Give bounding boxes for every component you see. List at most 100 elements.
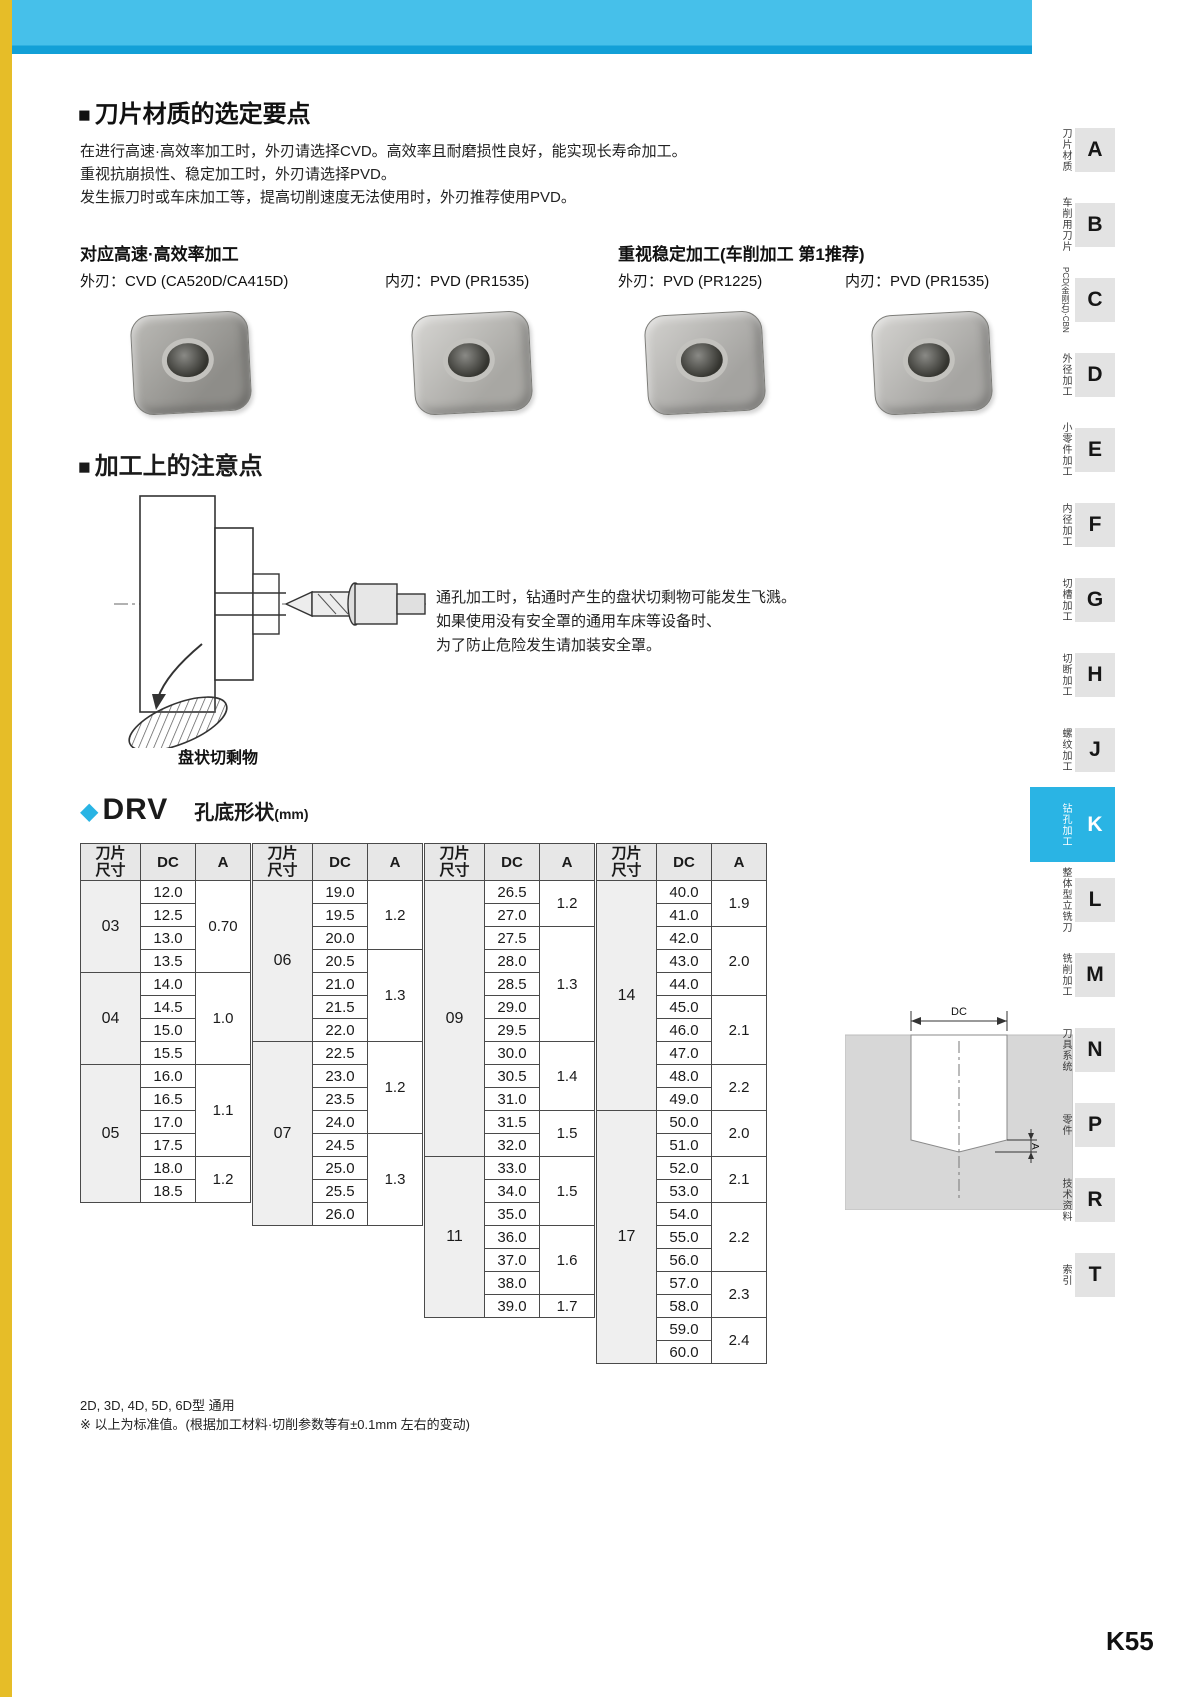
table-row: 18.5 (81, 1179, 251, 1203)
header-insert-size: 刀片尺寸 (596, 843, 657, 881)
dc-cell: 57.0 (656, 1271, 712, 1295)
table-row: 28.0 (425, 949, 595, 973)
dc-cell: 46.0 (656, 1018, 712, 1042)
table-row: 38.0 (425, 1271, 595, 1295)
dc-cell: 42.0 (656, 926, 712, 950)
subhead-highspeed: 对应高速·高效率加工 (80, 245, 239, 264)
table-row: 43.0 (597, 949, 767, 973)
dc-cell: 26.0 (312, 1202, 368, 1226)
insert-photo (410, 309, 534, 417)
sidebar-tab-letter: H (1075, 652, 1115, 697)
insert-label: 外刃：CVD (CA520D/CA415D) (80, 273, 289, 290)
sidebar-tab-letter: E (1075, 427, 1115, 472)
dc-cell: 13.5 (140, 949, 196, 973)
dc-cell: 17.5 (140, 1133, 196, 1157)
sidebar-tab-label: 切槽加工 (1060, 577, 1071, 622)
insert-label: 内刃：PVD (PR1535) (385, 273, 530, 290)
insert-center-hole-icon (901, 336, 956, 384)
dc-cell: 15.0 (140, 1018, 196, 1042)
table-row: 56.0 (597, 1248, 767, 1272)
sidebar-tab-label: PCD(金刚石)·CBN (1061, 266, 1070, 333)
dc-dimension-label: DC (951, 1006, 967, 1018)
dc-cell: 30.0 (484, 1041, 540, 1065)
a-cell: 2.2 (711, 1202, 767, 1272)
size-cell: 07 (252, 1041, 313, 1226)
size-cell: 17 (596, 1110, 657, 1364)
dc-cell: 21.5 (312, 995, 368, 1019)
header-dc: DC (312, 843, 368, 881)
dc-cell: 23.0 (312, 1064, 368, 1088)
a-cell: 1.2 (195, 1156, 251, 1203)
table-row: 25.5 (253, 1179, 423, 1203)
table-row: 30.5 (425, 1064, 595, 1088)
sidebar-tab-letter: J (1075, 727, 1115, 772)
drv-section-header: ◆ DRV 孔底形状(mm) (80, 793, 309, 827)
dc-cell: 43.0 (656, 949, 712, 973)
disc-chip-label: 盘状切剩物 (178, 750, 259, 767)
dc-cell: 53.0 (656, 1179, 712, 1203)
dc-cell: 20.5 (312, 949, 368, 973)
a-cell: 1.3 (367, 949, 423, 1042)
dc-cell: 12.0 (140, 880, 196, 904)
table-row: 21.0 (253, 972, 423, 996)
table-row: 44.0 (597, 972, 767, 996)
a-cell: 1.5 (539, 1110, 595, 1157)
table-row: 20.0 (253, 926, 423, 950)
dc-cell: 41.0 (656, 903, 712, 927)
sidebar-tab-letter: N (1075, 1027, 1115, 1072)
table-row: 19.5 (253, 903, 423, 927)
dc-cell: 17.0 (140, 1110, 196, 1134)
dc-cell: 16.0 (140, 1064, 196, 1088)
table-row: 21.5 (253, 995, 423, 1019)
dc-cell: 34.0 (484, 1179, 540, 1203)
subhead-stable: 重视稳定加工(车削加工 第1推荐) (618, 245, 865, 264)
dc-cell: 22.5 (312, 1041, 368, 1065)
dc-cell: 14.0 (140, 972, 196, 996)
sidebar-tab-letter: B (1075, 202, 1115, 247)
size-cell: 05 (80, 1064, 141, 1203)
caution-line: 为了防止危险发生请加装安全罩。 (436, 637, 662, 654)
sidebar-tab-letter: M (1075, 952, 1115, 997)
sidebar-tab-letter: K (1075, 802, 1115, 847)
table-row: 23.5 (253, 1087, 423, 1111)
series-unit: (mm) (274, 806, 309, 822)
dc-cell: 58.0 (656, 1294, 712, 1318)
dc-cell: 52.0 (656, 1156, 712, 1180)
sidebar-tab-letter: L (1075, 877, 1115, 922)
header-insert-size: 刀片尺寸 (80, 843, 141, 881)
sidebar-tab-letter: F (1075, 502, 1115, 547)
table-row: 49.0 (597, 1087, 767, 1111)
a-cell: 1.5 (539, 1156, 595, 1226)
dc-cell: 22.0 (312, 1018, 368, 1042)
table-row: 28.5 (425, 972, 595, 996)
header-insert-size-text: 尺寸 (611, 862, 642, 879)
insert-label: 内刃：PVD (PR1535) (845, 273, 990, 290)
sidebar-tab-label: 内径加工 (1060, 502, 1071, 547)
body-line: 发生振刀时或车床加工等，提高切削速度无法使用时，外刃推荐使用PVD。 (80, 189, 576, 206)
dc-cell: 40.0 (656, 880, 712, 904)
sidebar-tab-F[interactable]: 内径加工 F (1030, 487, 1115, 562)
dc-cell: 25.0 (312, 1156, 368, 1180)
table-row: 58.0 (597, 1294, 767, 1318)
